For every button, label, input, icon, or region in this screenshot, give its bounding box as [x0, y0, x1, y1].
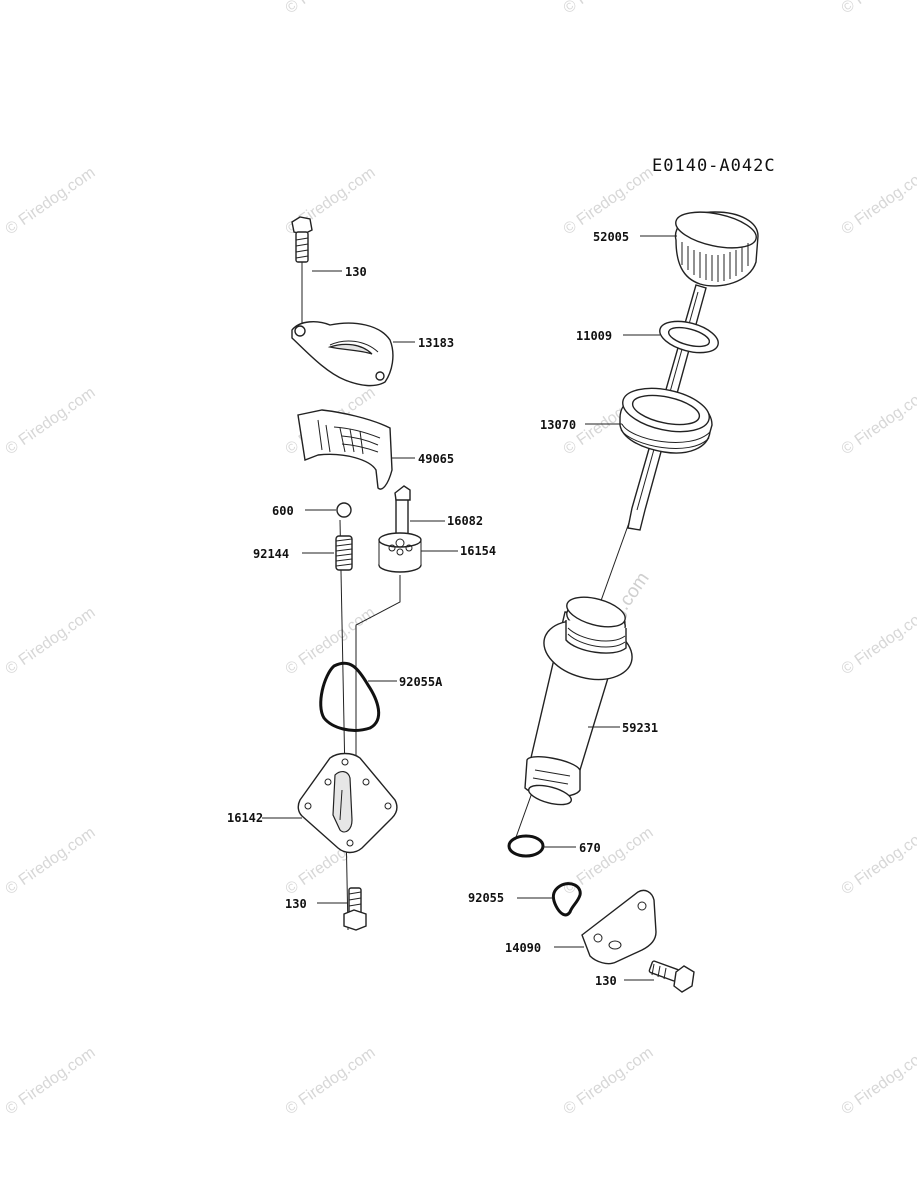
oring-670 — [507, 834, 545, 858]
part-label: 670 — [579, 841, 601, 855]
bolt-130-bottom — [343, 887, 367, 931]
part-label: 16142 — [227, 811, 263, 825]
watermark-layer: © Firedog.com © Firedog.com © Firedog.co… — [3, 0, 917, 1118]
watermark: © Firedog.com — [3, 824, 99, 898]
oring-92055A — [319, 661, 381, 732]
watermark: © Firedog.com — [3, 604, 99, 678]
bracket-14090 — [581, 889, 657, 965]
part-label: 11009 — [576, 329, 612, 343]
watermark: © Firedog.com — [561, 164, 657, 238]
watermark: © Firedog.com — [561, 824, 657, 898]
part-label: 16154 — [460, 544, 496, 558]
watermark: © Firedog.com — [561, 0, 657, 17]
part-label: 52005 — [593, 230, 629, 244]
watermark: © Firedog.com — [839, 824, 917, 898]
diagram-code: E0140-A042C — [652, 156, 776, 176]
part-label: 130 — [345, 265, 367, 279]
watermark: © Firedog.com — [283, 1044, 379, 1118]
part-label: 59231 — [622, 721, 658, 735]
watermark: © Firedog.com — [561, 1044, 657, 1118]
watermark: © Firedog.com — [839, 384, 917, 458]
part-label: 16082 — [447, 514, 483, 528]
pump-cover-16142 — [297, 752, 398, 854]
part-label: 600 — [272, 504, 294, 518]
watermark: © Firedog.com — [3, 164, 99, 238]
watermark: © Firedog.com — [839, 164, 917, 238]
cover-plate-13183 — [291, 321, 394, 387]
part-label: 130 — [595, 974, 617, 988]
watermark: © Firedog.com — [839, 604, 917, 678]
ball-600 — [336, 502, 352, 518]
part-label: 92144 — [253, 547, 289, 561]
rotor-16154 — [378, 532, 422, 573]
part-label: 14090 — [505, 941, 541, 955]
bolt-130-top — [291, 216, 313, 263]
part-label: 92055 — [468, 891, 504, 905]
watermark: © Firedog.com — [283, 0, 379, 17]
watermark: © Firedog.com — [283, 604, 379, 678]
oring-92055 — [551, 882, 582, 917]
part-label: 13070 — [540, 418, 576, 432]
cap-nut-13070 — [619, 387, 713, 454]
part-label: 13183 — [418, 336, 454, 350]
oring-11009 — [659, 320, 719, 354]
filter-screen-49065 — [297, 409, 393, 490]
watermark: © Firedog.com — [3, 384, 99, 458]
spring-92144 — [335, 535, 353, 571]
watermark: © Firedog.com — [839, 0, 917, 17]
watermark: © Firedog.com — [839, 1044, 917, 1118]
dipstick-cap-52005 — [674, 211, 759, 287]
watermark: © Firedog.com — [3, 1044, 99, 1118]
shaft-16082 — [394, 485, 411, 538]
part-label: 130 — [285, 897, 307, 911]
part-label: 92055A — [399, 675, 443, 689]
dipstick-tube-59231 — [524, 596, 633, 806]
part-label: 49065 — [418, 452, 454, 466]
bolt-130-right — [648, 960, 695, 993]
